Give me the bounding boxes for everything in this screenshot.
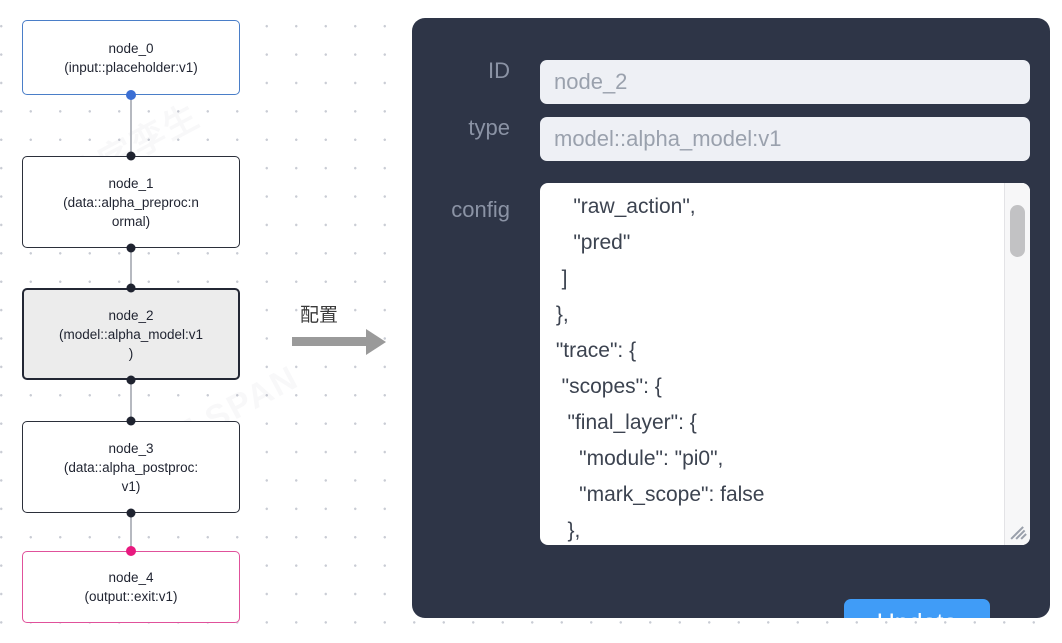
node-handle-source-node_0[interactable] bbox=[126, 90, 136, 100]
config-scrollbar[interactable] bbox=[1004, 183, 1030, 545]
flow-node-node_0[interactable]: node_0 (input::placeholder:v1) bbox=[22, 20, 240, 95]
node-handle-target-node_4[interactable] bbox=[126, 546, 136, 556]
config-resize-handle[interactable] bbox=[1007, 522, 1029, 544]
arrow-shaft bbox=[292, 337, 366, 346]
node-handle-target-node_1[interactable] bbox=[126, 151, 136, 161]
flow-node-label: node_3 (data::alpha_postproc: v1) bbox=[63, 440, 199, 494]
node-handle-target-node_3[interactable] bbox=[126, 416, 136, 426]
config-textarea[interactable]: "raw_action", "pred" ] }, "trace": { "sc… bbox=[555, 195, 765, 542]
edge-node3-node4 bbox=[130, 513, 132, 551]
node-handle-source-node_3[interactable] bbox=[126, 508, 136, 518]
flow-node-node_1[interactable]: node_1 (data::alpha_preproc:n ormal) bbox=[22, 156, 240, 248]
type-input[interactable] bbox=[540, 117, 1030, 161]
config-field-label: config bbox=[451, 197, 510, 222]
flow-node-label: node_1 (data::alpha_preproc:n ormal) bbox=[63, 175, 199, 229]
flow-node-node_4[interactable]: node_4 (output::exit:v1) bbox=[22, 551, 240, 623]
update-button[interactable]: Update bbox=[844, 599, 990, 618]
form-row-type: type bbox=[412, 117, 1050, 161]
form-row-id: ID bbox=[412, 60, 1050, 104]
flow-node-label: node_2 (model::alpha_model:v1 ) bbox=[58, 307, 204, 361]
node-config-panel: ID type config "raw_action", "pred" ] },… bbox=[412, 18, 1050, 618]
type-field-label: type bbox=[468, 115, 510, 140]
flow-node-node_2[interactable]: node_2 (model::alpha_model:v1 ) bbox=[22, 288, 240, 380]
flow-node-label: node_0 (input::placeholder:v1) bbox=[64, 40, 198, 75]
edge-node2-node3 bbox=[130, 380, 132, 421]
config-scrollbar-thumb[interactable] bbox=[1010, 205, 1025, 257]
config-textarea-wrapper[interactable]: "raw_action", "pred" ] }, "trace": { "sc… bbox=[540, 183, 1030, 545]
id-field-label: ID bbox=[488, 58, 510, 83]
edge-node0-node1 bbox=[130, 95, 132, 156]
edge-node1-node2 bbox=[130, 248, 132, 288]
flow-node-label: node_4 (output::exit:v1) bbox=[84, 570, 178, 604]
transition-arrow-group: 配置 bbox=[292, 300, 392, 360]
flow-node-node_3[interactable]: node_3 (data::alpha_postproc: v1) bbox=[22, 421, 240, 513]
arrow-caption: 配置 bbox=[300, 304, 339, 326]
node-handle-target-node_2[interactable] bbox=[126, 283, 136, 293]
node-handle-source-node_1[interactable] bbox=[126, 243, 136, 253]
node-handle-source-node_2[interactable] bbox=[126, 375, 136, 385]
id-input[interactable] bbox=[540, 60, 1030, 104]
arrow-head-icon bbox=[366, 328, 386, 355]
